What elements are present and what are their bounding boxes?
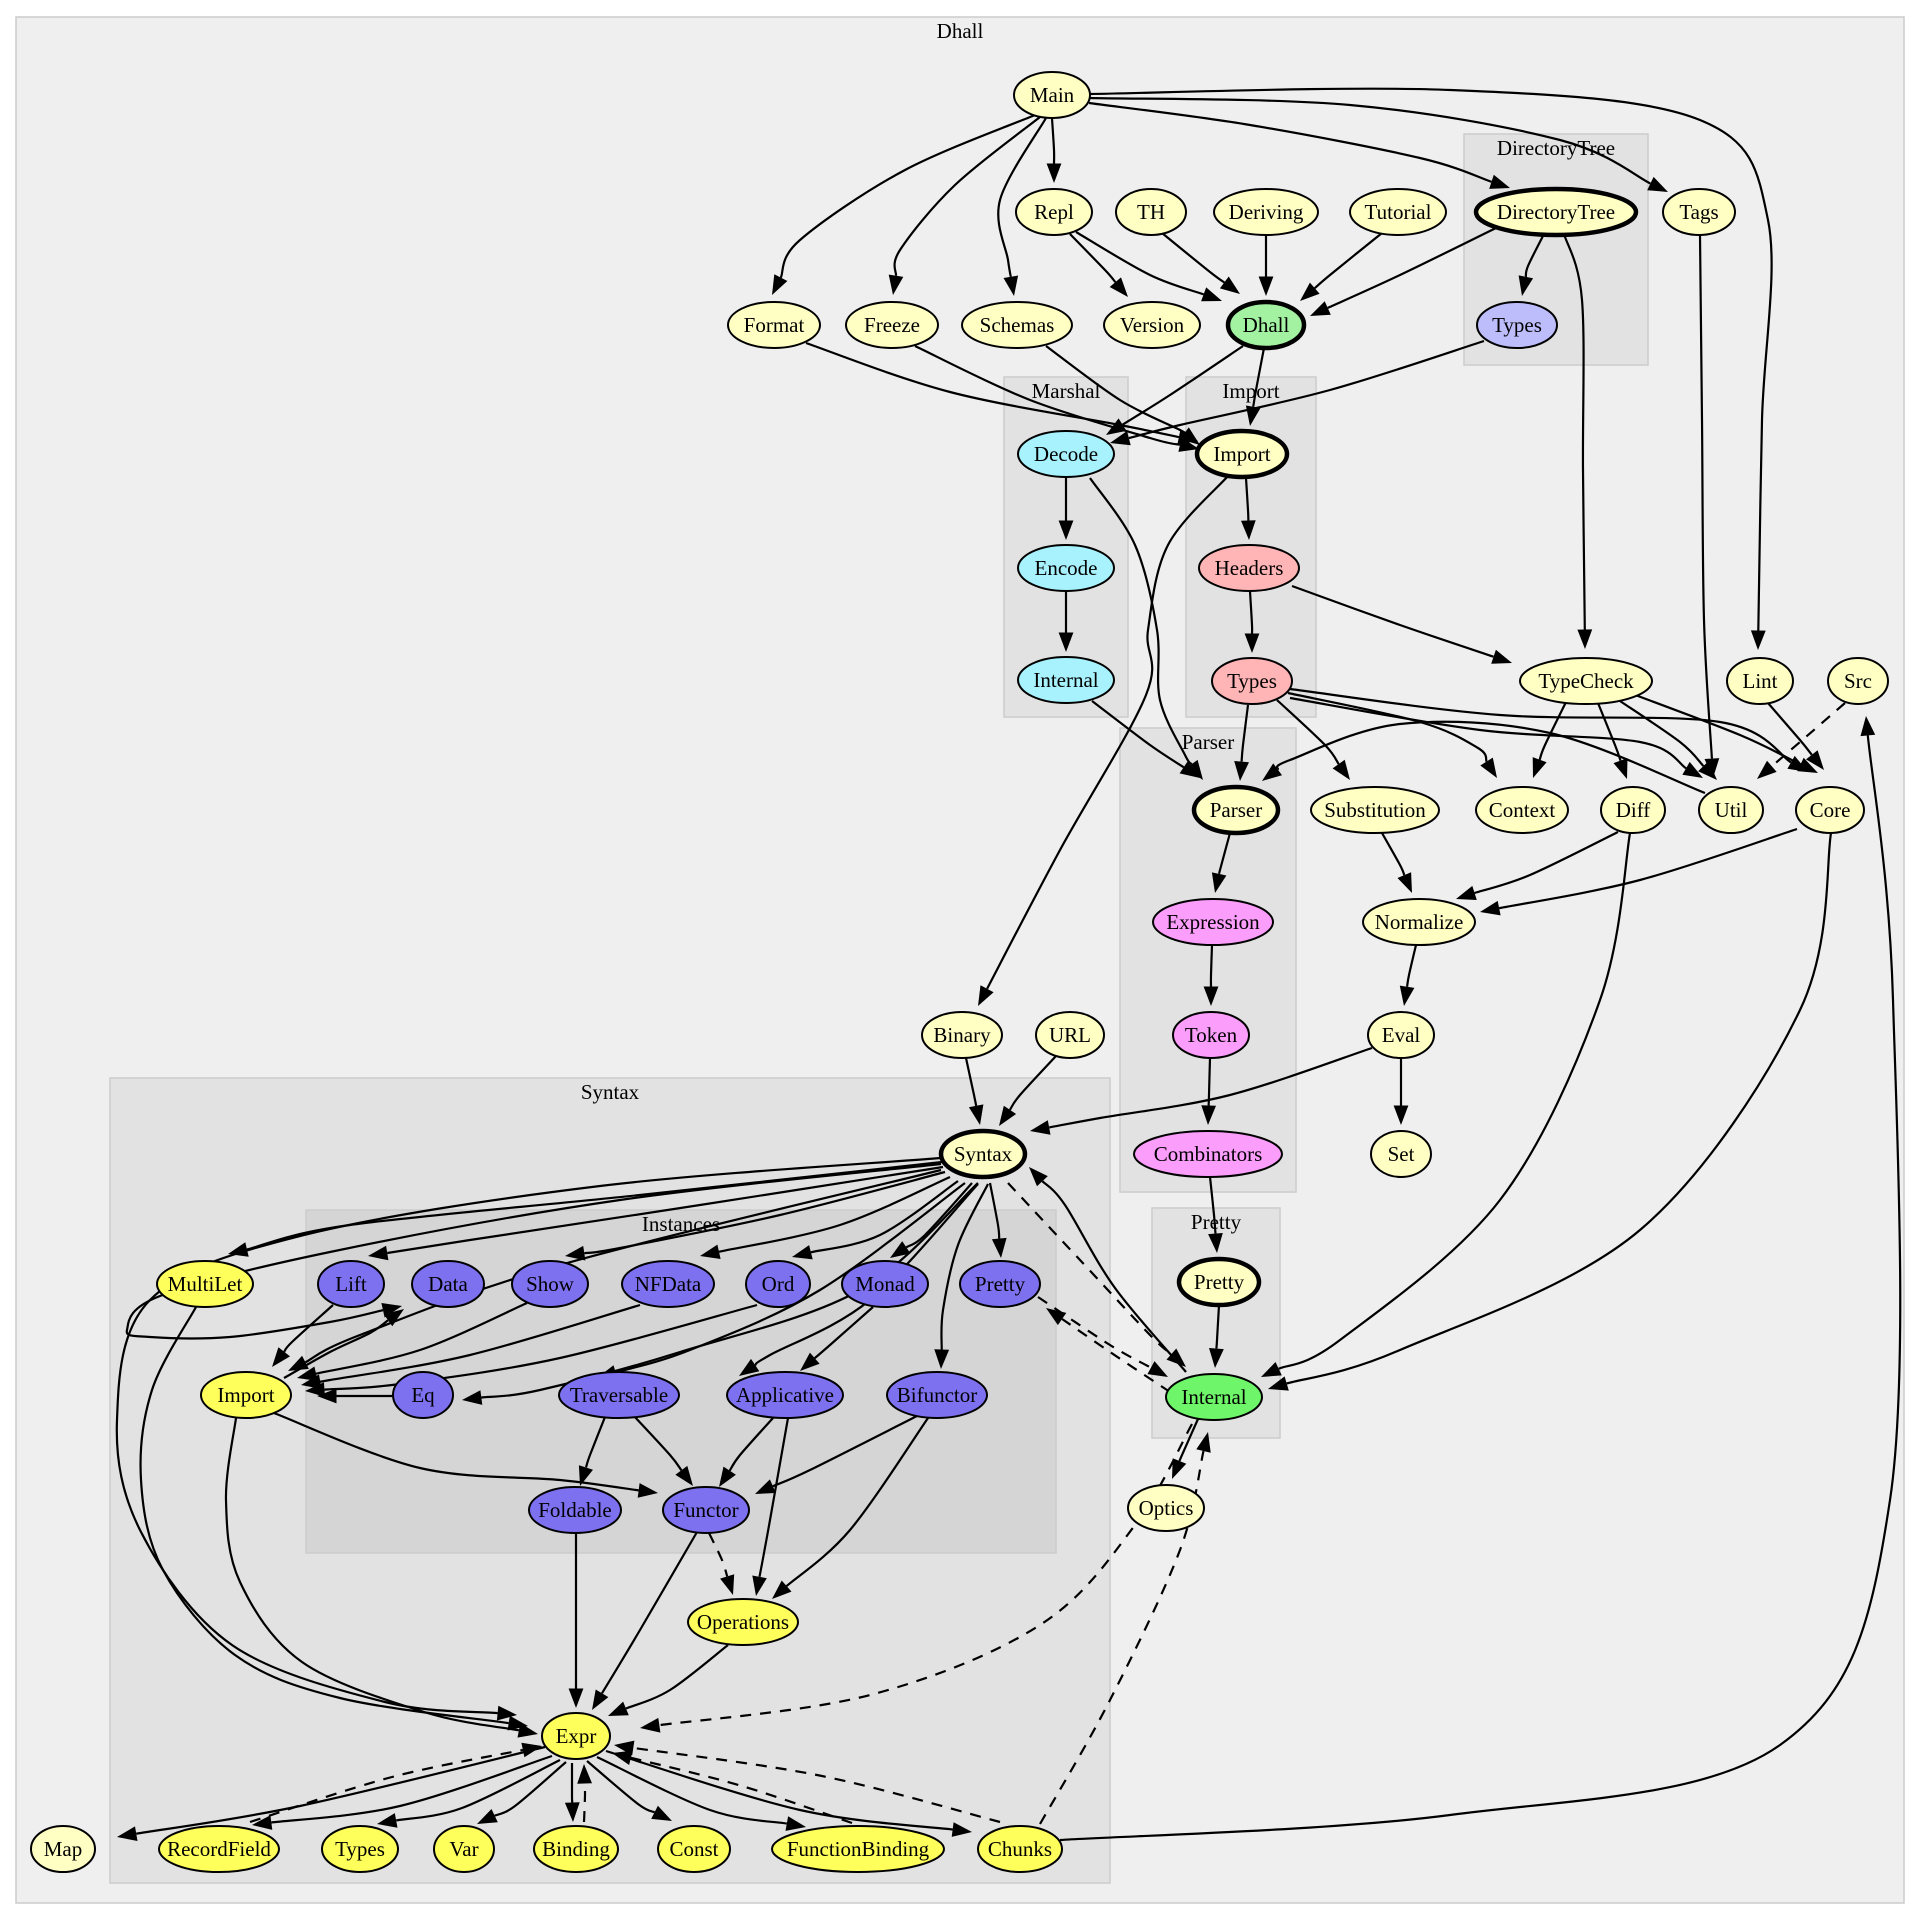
- svg-text:TH: TH: [1137, 200, 1165, 224]
- svg-text:Lift: Lift: [335, 1272, 367, 1296]
- svg-text:Operations: Operations: [697, 1610, 789, 1634]
- svg-text:Functor: Functor: [673, 1498, 738, 1522]
- svg-text:Instances: Instances: [642, 1212, 720, 1236]
- svg-text:Eval: Eval: [1382, 1023, 1421, 1047]
- svg-text:Schemas: Schemas: [980, 313, 1055, 337]
- svg-text:Var: Var: [449, 1837, 478, 1861]
- svg-text:Token: Token: [1185, 1023, 1238, 1047]
- svg-text:Binding: Binding: [542, 1837, 610, 1861]
- svg-text:Dhall: Dhall: [1243, 313, 1290, 337]
- svg-text:Format: Format: [744, 313, 805, 337]
- svg-text:Freeze: Freeze: [864, 313, 920, 337]
- svg-text:Foldable: Foldable: [538, 1498, 612, 1522]
- svg-text:Bifunctor: Bifunctor: [897, 1383, 977, 1407]
- svg-text:Map: Map: [44, 1837, 83, 1861]
- svg-text:FunctionBinding: FunctionBinding: [787, 1837, 930, 1861]
- svg-text:Eq: Eq: [411, 1383, 435, 1407]
- svg-text:Tags: Tags: [1679, 200, 1718, 224]
- svg-text:Lint: Lint: [1743, 669, 1778, 693]
- svg-text:Types: Types: [1492, 313, 1542, 337]
- svg-text:Internal: Internal: [1181, 1385, 1246, 1409]
- svg-text:Import: Import: [1222, 379, 1279, 403]
- svg-text:MultiLet: MultiLet: [168, 1272, 243, 1296]
- svg-text:Optics: Optics: [1139, 1496, 1194, 1520]
- svg-text:Import: Import: [217, 1383, 274, 1407]
- svg-text:Util: Util: [1715, 798, 1748, 822]
- svg-text:Parser: Parser: [1182, 730, 1234, 754]
- svg-text:Diff: Diff: [1616, 798, 1651, 822]
- svg-text:RecordField: RecordField: [167, 1837, 271, 1861]
- svg-text:Const: Const: [669, 1837, 718, 1861]
- svg-text:Types: Types: [1227, 669, 1277, 693]
- svg-text:Context: Context: [1489, 798, 1556, 822]
- svg-text:Main: Main: [1030, 83, 1075, 107]
- svg-text:Set: Set: [1388, 1142, 1415, 1166]
- svg-text:Deriving: Deriving: [1229, 200, 1304, 224]
- svg-text:Pretty: Pretty: [975, 1272, 1026, 1296]
- svg-text:Tutorial: Tutorial: [1365, 200, 1432, 224]
- svg-text:URL: URL: [1049, 1023, 1091, 1047]
- svg-text:Src: Src: [1844, 669, 1872, 693]
- svg-text:Combinators: Combinators: [1154, 1142, 1263, 1166]
- svg-text:Normalize: Normalize: [1375, 910, 1464, 934]
- svg-text:Internal: Internal: [1033, 668, 1098, 692]
- svg-text:Data: Data: [428, 1272, 468, 1296]
- svg-text:Headers: Headers: [1215, 556, 1284, 580]
- svg-text:Core: Core: [1810, 798, 1851, 822]
- svg-text:Expression: Expression: [1166, 910, 1260, 934]
- svg-text:Substitution: Substitution: [1324, 798, 1426, 822]
- svg-text:Expr: Expr: [556, 1724, 597, 1748]
- svg-text:DirectoryTree: DirectoryTree: [1497, 200, 1615, 224]
- svg-text:Binary: Binary: [933, 1023, 991, 1047]
- svg-text:Ord: Ord: [762, 1272, 795, 1296]
- svg-text:Applicative: Applicative: [736, 1383, 834, 1407]
- svg-text:Pretty: Pretty: [1194, 1270, 1245, 1294]
- svg-text:Encode: Encode: [1035, 556, 1098, 580]
- svg-text:NFData: NFData: [635, 1272, 702, 1296]
- svg-text:Parser: Parser: [1210, 798, 1262, 822]
- svg-text:Types: Types: [335, 1837, 385, 1861]
- svg-text:Chunks: Chunks: [988, 1837, 1052, 1861]
- svg-text:Syntax: Syntax: [581, 1080, 640, 1104]
- svg-text:TypeCheck: TypeCheck: [1538, 669, 1634, 693]
- svg-text:Show: Show: [526, 1272, 575, 1296]
- svg-text:Repl: Repl: [1034, 200, 1074, 224]
- svg-text:Import: Import: [1213, 442, 1270, 466]
- svg-text:Traversable: Traversable: [570, 1383, 668, 1407]
- svg-text:Version: Version: [1120, 313, 1185, 337]
- svg-text:Syntax: Syntax: [954, 1142, 1013, 1166]
- svg-text:Decode: Decode: [1034, 442, 1098, 466]
- svg-text:Marshal: Marshal: [1032, 379, 1101, 403]
- svg-text:Monad: Monad: [855, 1272, 915, 1296]
- svg-text:Dhall: Dhall: [937, 19, 984, 43]
